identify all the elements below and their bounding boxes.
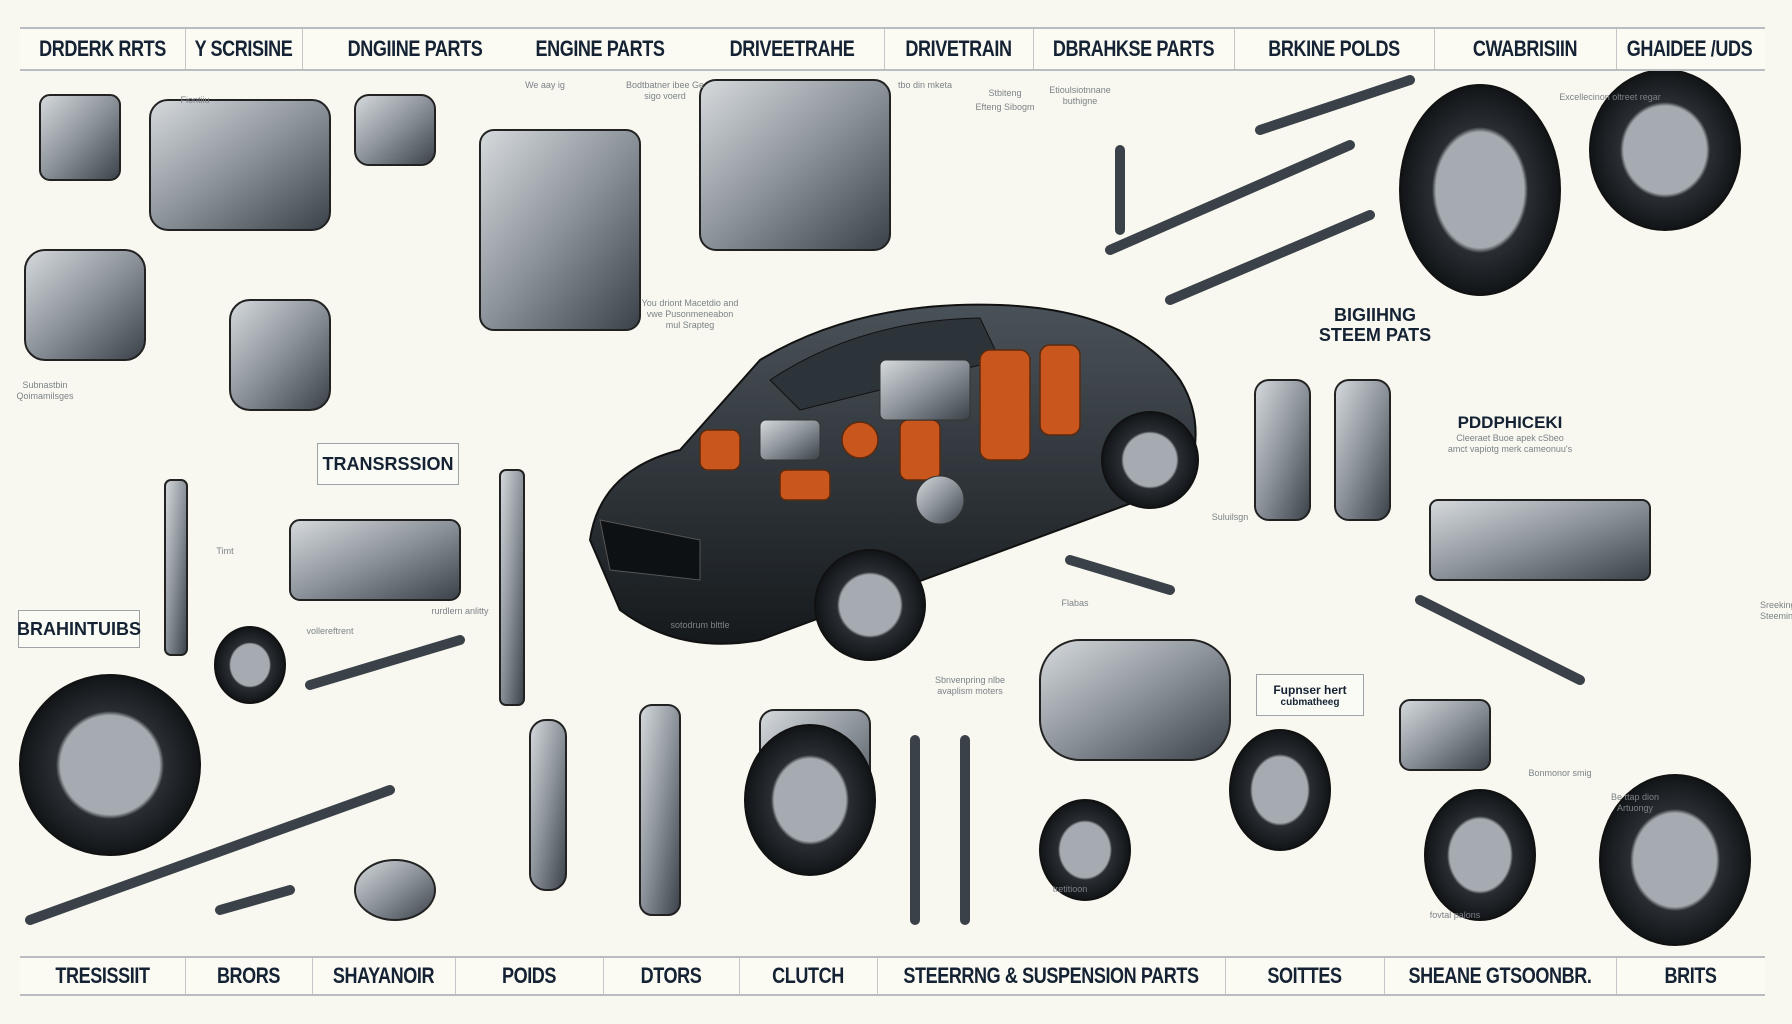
top-category-3[interactable]: DNGIINE PARTS [347, 36, 483, 61]
top-category-bar: DRDERK RRTS Y SCRISINE DNGIINE PARTS ENG… [20, 27, 1765, 71]
steering-heading: BIGIIHNG STEEM PATS [1315, 305, 1435, 345]
pddpriceki-subtitle: Cleeraet Buoe apek cSbeo [1456, 433, 1564, 443]
divider [302, 29, 303, 69]
caption: Sbnvenpring nlbe avaplism moters [934, 675, 1006, 696]
bottom-category-10[interactable]: BRITS [1664, 963, 1717, 988]
caption: We aay ig [525, 80, 565, 90]
pddpriceki-heading: PDDPHICEKI Cleeraet Buoe apek cSbeo amct… [1440, 413, 1580, 455]
divider [877, 958, 878, 994]
caption: Sreeking Steeming [1760, 600, 1792, 621]
caption: Flabas [1061, 598, 1089, 608]
shafts-and-rods [25, 75, 1585, 925]
caption: Bonmonor smig [1528, 768, 1592, 778]
top-category-4[interactable]: ENGINE PARTS [535, 36, 665, 61]
caption: sotodrum blttle [670, 620, 730, 630]
fupnser-label: Fupnser hert cubmatheeg [1256, 674, 1364, 716]
steering-heading-line-2: STEEM PATS [1318, 325, 1432, 345]
bottom-category-5[interactable]: DTORS [640, 963, 702, 988]
steering-heading-line-1: BIGIIHNG [1333, 305, 1416, 325]
caption: You driont Macetdio and vwe Pusonmeneabo… [641, 298, 739, 330]
top-category-8[interactable]: BRKINE POLDS [1268, 36, 1400, 61]
fupnser-label-line-1: Fupnser hert [1273, 682, 1347, 697]
top-category-10[interactable]: GHAIDEE /UDS [1626, 36, 1753, 61]
caption: fovtal palons [1429, 910, 1481, 920]
bottom-category-2[interactable]: BRORS [216, 963, 281, 988]
caption: Stbiteng [988, 88, 1022, 98]
divider [1616, 958, 1617, 994]
divider [1384, 958, 1385, 994]
divider [1033, 29, 1034, 69]
divider [455, 958, 456, 994]
brahintuibs-label: BRAHINTUIBS [17, 610, 141, 648]
divider [185, 958, 186, 994]
divider [1234, 29, 1235, 69]
shock-absorbers [24, 249, 1391, 921]
top-category-7[interactable]: DBRAHKSE PARTS [1052, 36, 1215, 61]
caption: Efteng Sibogm [975, 102, 1035, 112]
bottom-category-7[interactable]: STEERRNG & SUSPENSION PARTS [903, 963, 1199, 988]
caption: rurdlern anlitty [431, 606, 489, 616]
bottom-category-6[interactable]: CLUTCH [772, 963, 844, 988]
divider [1225, 958, 1226, 994]
bottom-category-1[interactable]: TRESISSIIT [55, 963, 150, 988]
bottom-category-bar: TRESISSIIT BRORS SHAYANOIR POIDS DTORS C… [20, 956, 1765, 996]
pddpriceki-title: PDDPHICEKI [1457, 413, 1563, 432]
bottom-category-9[interactable]: SHEANE GTSOONBR. [1408, 963, 1592, 988]
caption: Suluilsgn [1211, 512, 1249, 522]
caption: Fiontiiu [180, 95, 210, 105]
wheels [19, 69, 1751, 946]
divider [1434, 29, 1435, 69]
pddpriceki-subtitle-2: amct vapiotg merk cameonuu's [1447, 444, 1573, 454]
divider [185, 29, 186, 69]
caption: Excellecinon oltreet regar [1559, 92, 1661, 102]
caption: Subnastbin Qoimamilsges [16, 380, 74, 401]
caption: Be ttap dion Artuongy [1610, 792, 1660, 813]
top-category-1[interactable]: DRDERK RRTS [39, 36, 166, 61]
bottom-category-8[interactable]: SOITTES [1267, 963, 1342, 988]
divider [603, 958, 604, 994]
caption: tbo din mketa [897, 80, 953, 90]
top-category-5[interactable]: DRIVEETRAHE [729, 36, 855, 61]
bottom-category-3[interactable]: SHAYANOIR [332, 963, 435, 988]
caption: Etioulsiotnnane buthigne [1049, 85, 1111, 106]
caption: tretitioon [1052, 884, 1088, 894]
car-cutaway [588, 303, 1199, 661]
fupnser-label-line-2: cubmatheeg [1280, 696, 1340, 708]
top-category-6[interactable]: DRIVETRAIN [905, 36, 1012, 61]
transmission-label: TRANSRSSION [317, 443, 459, 485]
top-category-2[interactable]: Y SCRISINE [194, 36, 293, 61]
divider [884, 29, 885, 69]
caption: vollereftrent [306, 626, 354, 636]
top-category-9[interactable]: CWABRISIIN [1472, 36, 1578, 61]
bottom-category-4[interactable]: POIDS [501, 963, 557, 988]
divider [312, 958, 313, 994]
divider [1616, 29, 1617, 69]
caption: Bodtbatner ibee Ge sigo voerd [625, 80, 705, 101]
divider [739, 958, 740, 994]
caption: Timt [216, 546, 234, 556]
